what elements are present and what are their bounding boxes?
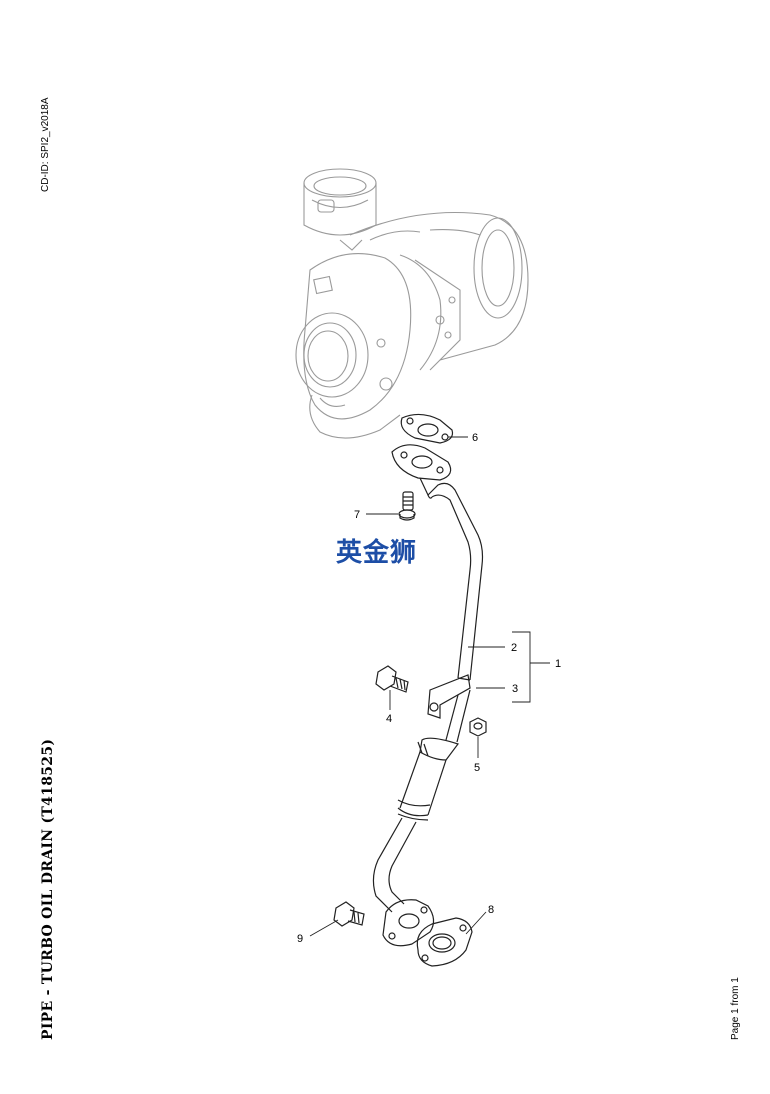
gasket-upper bbox=[400, 413, 454, 444]
turbocharger-ghost bbox=[295, 168, 529, 439]
callout-1: 1 bbox=[555, 658, 561, 670]
callout-7: 7 bbox=[354, 509, 360, 521]
callout-3: 3 bbox=[512, 683, 518, 695]
gasket-lower bbox=[416, 917, 473, 967]
flange-bolt bbox=[375, 665, 409, 693]
callout-4: 4 bbox=[386, 713, 392, 725]
callout-5: 5 bbox=[474, 762, 480, 774]
callout-6: 6 bbox=[472, 432, 478, 444]
watermark-text: 英金狮 bbox=[336, 538, 418, 568]
stud-bolt bbox=[398, 491, 416, 521]
hex-nut bbox=[469, 717, 487, 737]
oil-drain-pipe bbox=[372, 444, 484, 947]
leader-lines bbox=[309, 436, 550, 937]
callout-2: 2 bbox=[511, 642, 517, 654]
callout-9: 9 bbox=[297, 933, 303, 945]
callout-8: 8 bbox=[488, 904, 494, 916]
lower-bolt bbox=[333, 901, 365, 927]
